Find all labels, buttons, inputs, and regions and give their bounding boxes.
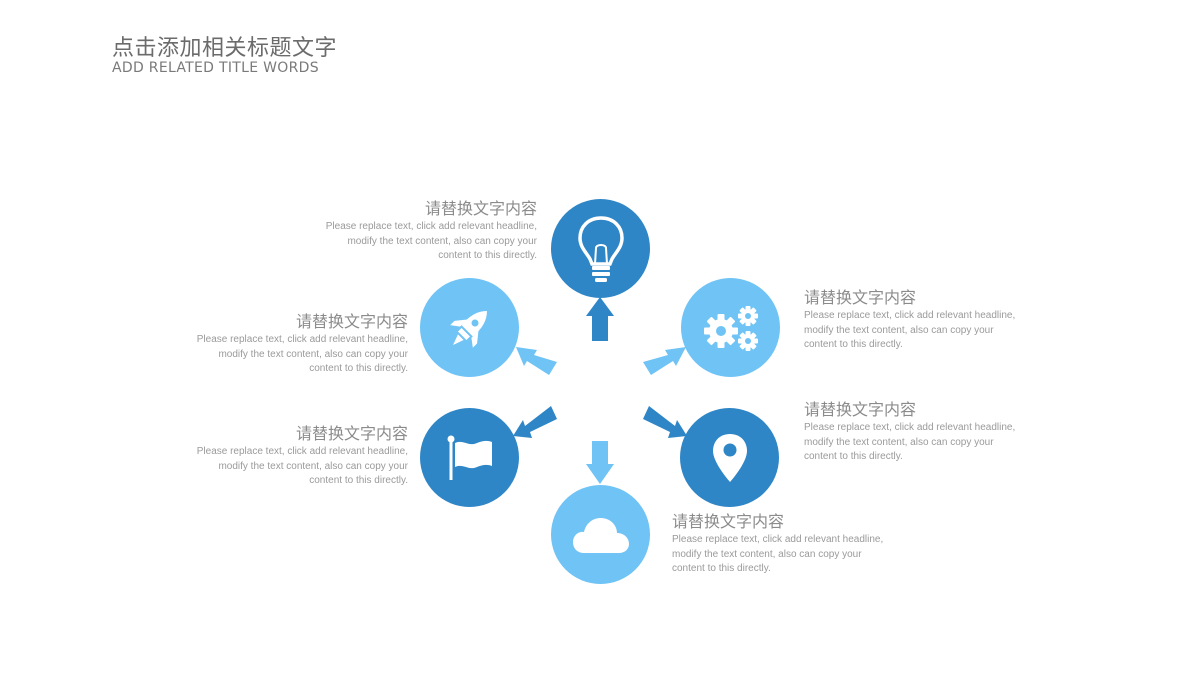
arrow-lower-right bbox=[643, 406, 687, 438]
body-line: Please replace text, click add relevant … bbox=[804, 422, 1016, 433]
arrow-upper-left bbox=[516, 347, 557, 375]
node-circle-lightbulb bbox=[551, 199, 650, 298]
body-line: content to this directly. bbox=[309, 363, 408, 374]
arrow-up bbox=[586, 297, 614, 341]
body-line: Please replace text, click add relevant … bbox=[325, 221, 537, 232]
lightbulb-icon bbox=[577, 215, 624, 282]
heading: 请替换文字内容 bbox=[672, 512, 785, 531]
page-title: 点击添加相关标题文字 bbox=[112, 36, 338, 61]
arrow-upper-right bbox=[643, 347, 686, 375]
rocket-icon bbox=[449, 310, 487, 348]
body-line: content to this directly. bbox=[804, 451, 903, 462]
body-line: modify the text content, also can copy y… bbox=[672, 548, 862, 560]
arrow-lower-left bbox=[513, 406, 557, 438]
body-line: content to this directly. bbox=[309, 475, 408, 486]
text-block-upper-left: 请替换文字内容 Please replace text, click add r… bbox=[193, 313, 408, 377]
text-block-lower-right: 请替换文字内容 Please replace text, click add r… bbox=[804, 401, 1019, 465]
node-circle-cloud bbox=[551, 485, 650, 584]
cloud-icon bbox=[572, 517, 629, 553]
body-line: content to this directly. bbox=[672, 563, 771, 574]
body-line: modify the text content, also can copy y… bbox=[347, 235, 537, 247]
node-circle-flag bbox=[420, 408, 519, 507]
text-block-top: 请替换文字内容 Please replace text, click add r… bbox=[322, 200, 537, 264]
body-line: modify the text content, also can copy y… bbox=[804, 436, 994, 448]
body-line: modify the text content, also can copy y… bbox=[804, 324, 994, 336]
body-line: Please replace text, click add relevant … bbox=[804, 310, 1016, 321]
arrow-down bbox=[586, 441, 614, 484]
body-line: content to this directly. bbox=[804, 339, 903, 350]
body-line: Please replace text, click add relevant … bbox=[196, 334, 408, 345]
heading: 请替换文字内容 bbox=[804, 400, 917, 419]
body-line: Please replace text, click add relevant … bbox=[672, 534, 884, 545]
flag-icon bbox=[447, 435, 492, 480]
heading: 请替换文字内容 bbox=[804, 288, 917, 307]
body-line: modify the text content, also can copy y… bbox=[218, 460, 408, 472]
node-circle-pin bbox=[680, 408, 779, 507]
location-pin-icon bbox=[712, 433, 747, 482]
node-circle-rocket bbox=[420, 278, 519, 377]
node-circle-gears bbox=[681, 278, 780, 377]
heading: 请替换文字内容 bbox=[295, 312, 408, 331]
body-line: content to this directly. bbox=[438, 250, 537, 261]
body-line: modify the text content, also can copy y… bbox=[218, 348, 408, 360]
page-subtitle: ADD RELATED TITLE WORDS bbox=[112, 60, 319, 76]
body-line: Please replace text, click add relevant … bbox=[196, 446, 408, 457]
text-block-lower-left: 请替换文字内容 Please replace text, click add r… bbox=[193, 425, 408, 489]
text-block-upper-right: 请替换文字内容 Please replace text, click add r… bbox=[804, 289, 1019, 353]
heading: 请替换文字内容 bbox=[424, 199, 537, 218]
text-block-bottom: 请替换文字内容 Please replace text, click add r… bbox=[672, 513, 887, 577]
gears-icon bbox=[703, 305, 758, 351]
heading: 请替换文字内容 bbox=[295, 424, 408, 443]
